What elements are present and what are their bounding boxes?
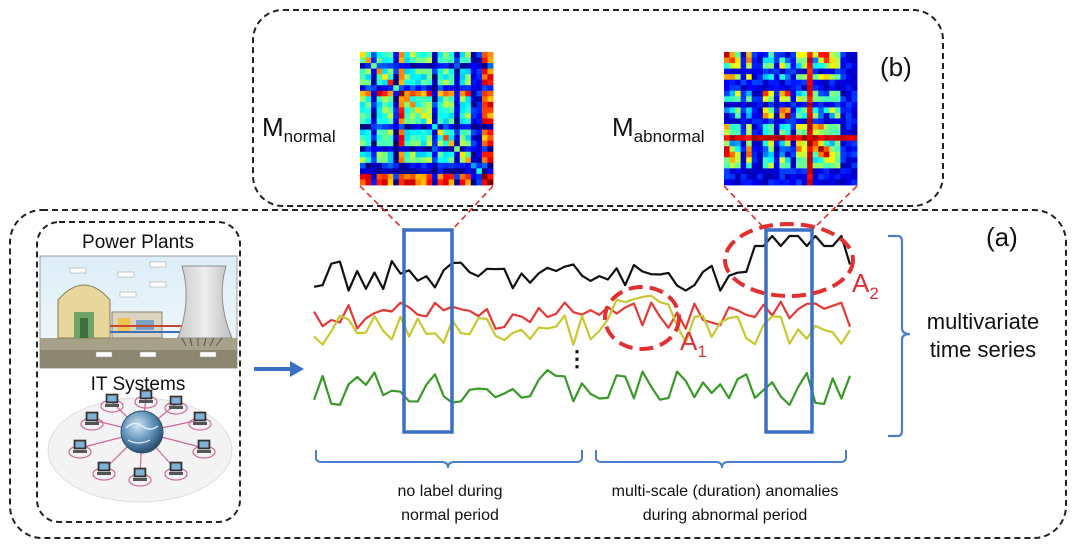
matrix-normal-label: Mnormal — [262, 112, 336, 147]
power-plants-label: Power Plants — [82, 232, 194, 253]
anomaly-a1-label: A1 — [680, 326, 707, 362]
panel-a-box — [9, 209, 1067, 539]
panel-b-box — [252, 9, 944, 207]
it-systems-label: IT Systems — [90, 374, 186, 395]
normal-window — [402, 228, 454, 434]
normal-period-line2: normal period — [401, 507, 499, 524]
network-globe-illustration — [47, 389, 233, 503]
abnormal-window — [764, 228, 814, 434]
multivariate-label: multivariate time series — [908, 308, 1058, 364]
projection-lines — [359, 185, 858, 231]
anomaly-a1-sub: 1 — [697, 342, 707, 361]
anomaly-a2-ellipse — [723, 222, 855, 298]
time-series-plot — [312, 234, 852, 407]
abnormal-period-line1: multi-scale (duration) anomalies — [611, 483, 839, 500]
heatmap-abnormal — [724, 52, 858, 186]
panel-b-tag: (b) — [880, 52, 912, 82]
matrix-abnormal-label-main: M — [612, 112, 634, 142]
normal-period-label: no label during normal period — [330, 480, 570, 528]
arrow-right-icon — [254, 361, 304, 377]
anomaly-a2-main: A — [852, 268, 870, 298]
matrix-abnormal-label: Mabnormal — [612, 112, 705, 147]
abnormal-period-line2: during abnormal period — [642, 507, 808, 524]
sources-box — [36, 221, 241, 523]
heatmap-normal — [360, 52, 494, 186]
normal-period-line1: no label during — [397, 483, 503, 500]
bottom-brace-abnormal — [595, 450, 847, 469]
multivariate-label-line1: multivariate — [926, 309, 1040, 334]
right-brace — [888, 234, 911, 438]
abnormal-period-label: multi-scale (duration) anomalies during … — [580, 480, 870, 528]
multivariate-label-line2: time series — [929, 337, 1037, 362]
matrix-normal-label-sub: normal — [283, 127, 336, 146]
panel-a-tag: (a) — [986, 222, 1018, 252]
bottom-brace-normal — [315, 450, 583, 469]
anomaly-a1-ellipse — [603, 285, 681, 351]
matrix-abnormal-label-sub: abnormal — [633, 127, 705, 146]
vertical-ellipsis: ⋮ — [566, 346, 588, 371]
matrix-normal-label-main: M — [262, 112, 284, 142]
power-plant-illustration — [39, 255, 238, 369]
anomaly-a1-main: A — [680, 326, 698, 356]
anomaly-a2-label: A2 — [852, 268, 879, 304]
anomaly-a2-sub: 2 — [869, 284, 879, 303]
